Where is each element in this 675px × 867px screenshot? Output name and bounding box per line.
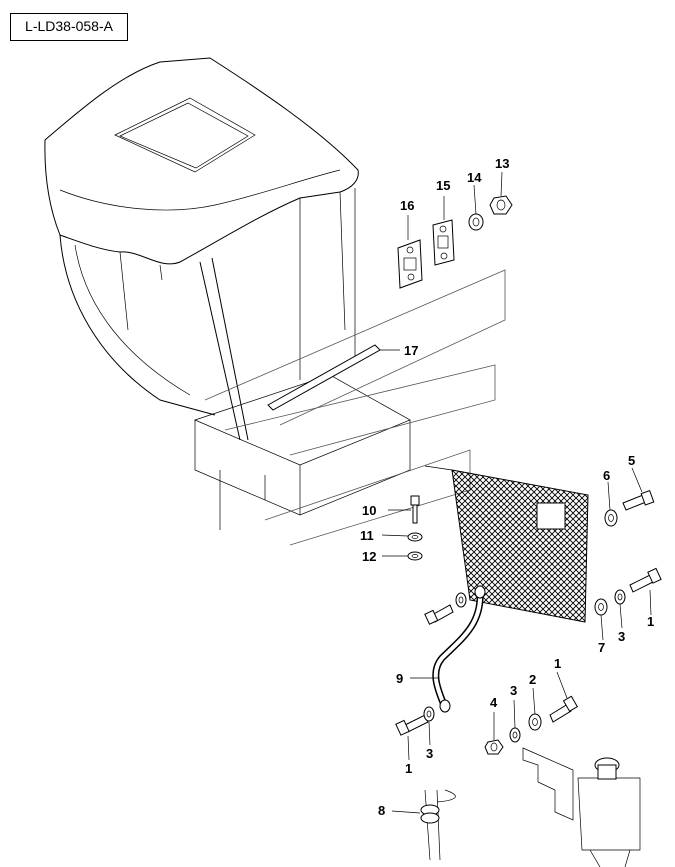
mesh-screen <box>424 465 589 623</box>
callout-4: 4 <box>490 695 498 710</box>
callout-17: 17 <box>404 343 418 358</box>
bolt-upper-left <box>424 604 454 625</box>
callout-13: 13 <box>495 156 509 171</box>
callout-2: 2 <box>529 672 536 687</box>
callout-9: 9 <box>396 671 403 686</box>
bolt-1-middle <box>549 671 579 723</box>
callout-11: 11 <box>360 528 374 543</box>
callout-7: 7 <box>598 640 605 655</box>
washer-3-lower-left <box>423 706 435 746</box>
callout-labels: 13 14 15 16 17 6 5 10 11 12 1 3 7 1 9 2 … <box>360 156 654 818</box>
washer-14 <box>468 184 484 231</box>
callout-8: 8 <box>378 803 385 818</box>
callout-10: 10 <box>362 503 376 518</box>
cab-assembly <box>44 57 506 546</box>
callout-5: 5 <box>628 453 635 468</box>
hose-9 <box>410 585 486 713</box>
callout-1-lower-left: 1 <box>405 761 412 776</box>
callout-15: 15 <box>436 178 450 193</box>
washer-7 <box>594 598 608 641</box>
bolt-5 <box>622 467 655 511</box>
bracket-16 <box>397 215 423 289</box>
drawing-code-label: L-LD38-058-A <box>10 13 128 41</box>
reservoir-assembly <box>522 747 641 867</box>
washer-3-right <box>614 589 626 629</box>
callout-3-middle: 3 <box>510 683 517 698</box>
callout-6: 6 <box>603 468 610 483</box>
callout-14: 14 <box>467 170 482 185</box>
nut-4 <box>484 712 504 755</box>
callout-16: 16 <box>400 198 414 213</box>
bracket-15 <box>432 196 455 266</box>
callout-12: 12 <box>362 549 376 564</box>
callout-1-right: 1 <box>647 614 654 629</box>
washer-2 <box>528 687 542 731</box>
seal-strip <box>267 344 400 411</box>
washer-3-middle <box>509 699 521 743</box>
callout-1-middle: 1 <box>554 656 561 671</box>
bolt-10 <box>388 495 420 524</box>
washer-6 <box>604 481 618 527</box>
callout-3-right: 3 <box>618 629 625 644</box>
bolt-1-right <box>629 567 662 616</box>
nut-13 <box>489 171 513 215</box>
washer-upper-left <box>455 592 467 608</box>
bolt-1-left <box>395 714 429 761</box>
fitting-8 <box>391 789 456 861</box>
callout-3-lower-left: 3 <box>426 746 433 761</box>
washer-11 <box>381 532 423 542</box>
washer-12 <box>382 551 423 561</box>
